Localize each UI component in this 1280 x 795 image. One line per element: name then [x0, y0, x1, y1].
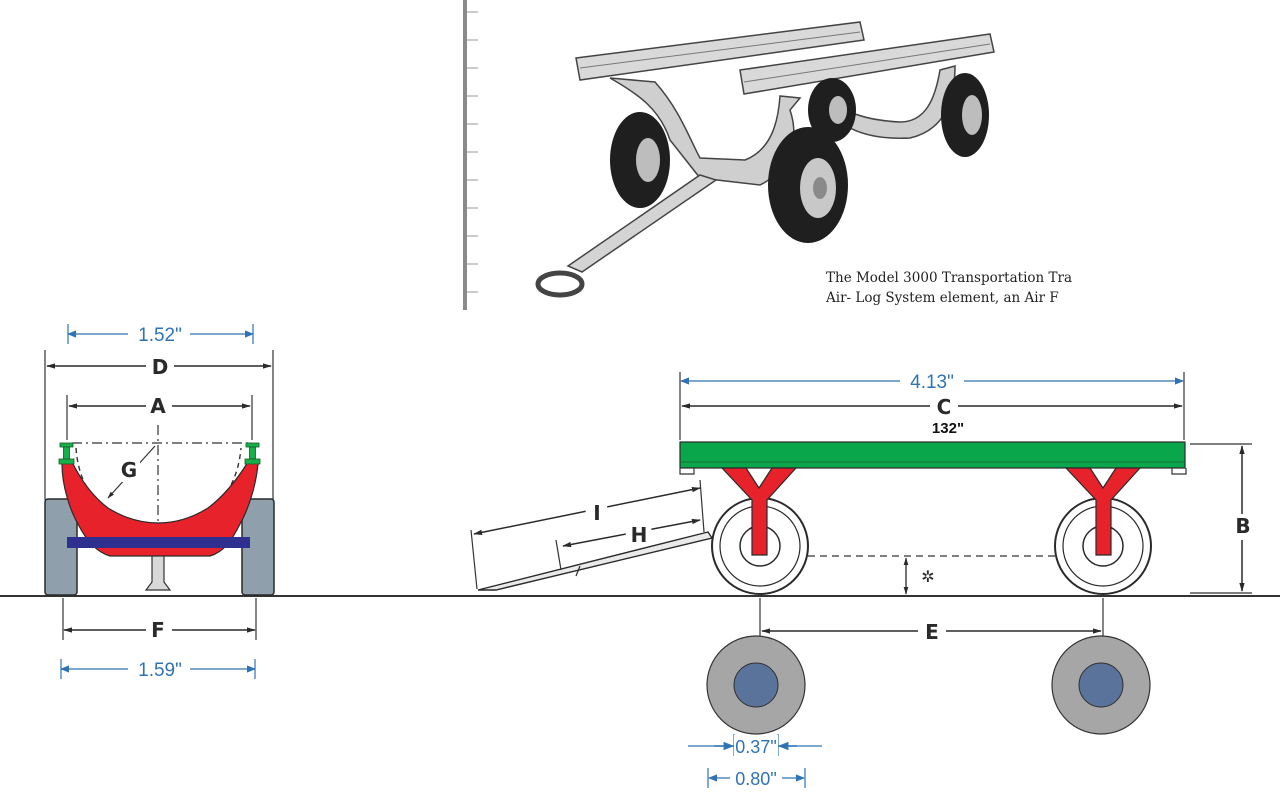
photo-lunette-ring — [535, 270, 585, 298]
photo-wheel-rear-right — [941, 73, 989, 157]
front-rail-left — [58, 442, 75, 465]
side-extension-lines — [679, 372, 1252, 594]
photo-tongue — [566, 174, 718, 273]
photo-divider — [463, 0, 467, 310]
dim-d-label: D — [152, 355, 169, 379]
bottom-wheel-front — [706, 635, 806, 735]
trailer-photo — [463, 0, 995, 310]
photo-rail-left — [575, 21, 865, 81]
dim-bottom-width-label: 1.59" — [138, 660, 182, 681]
front-rail-right — [244, 442, 261, 465]
dim-deck-length-label: 4.13" — [910, 372, 954, 393]
dim-top-width-label: 1.52" — [138, 325, 182, 346]
dim-c-label: C — [937, 395, 952, 419]
dim-b-label: B — [1235, 514, 1250, 538]
bottom-wheel-rear — [1051, 635, 1151, 735]
caption-line-2: Air- Log System element, an Air F — [826, 290, 1059, 306]
photo-wheel-rear-left — [808, 78, 856, 142]
dim-f-label: F — [151, 618, 165, 642]
side-tongue — [477, 531, 714, 591]
front-extension-lines — [44, 350, 274, 640]
side-red-bolster-front — [720, 467, 798, 556]
photo-rail-right — [739, 33, 995, 95]
deck-length-value: 132" — [932, 420, 964, 437]
dim-hub-label: 0.37" — [735, 737, 776, 757]
dim-ground-clearance-label: ✲ — [921, 567, 934, 586]
front-axle — [67, 537, 250, 548]
photo-front-bolster — [609, 77, 802, 186]
side-red-bolster-rear — [1064, 467, 1142, 556]
photo-caption: The Model 3000 Transportation Tra Air- L… — [826, 268, 1112, 308]
dim-g-label: G — [121, 458, 137, 482]
dim-e-label: E — [925, 620, 939, 644]
dim-i-label: I — [593, 501, 600, 525]
side-view: 4.13" C 132" B ✲ — [470, 369, 1254, 789]
dim-h-label: H — [631, 523, 648, 547]
photo-divider-ticks — [467, 11, 478, 293]
front-tongue-stub — [144, 555, 172, 591]
photo-wheel-front — [768, 127, 848, 243]
caption-line-1: The Model 3000 Transportation Tra — [826, 270, 1073, 286]
front-view: 1.52" D A G — [0, 322, 1280, 681]
dim-wheel-label: 0.80" — [735, 769, 776, 789]
dim-a-label: A — [150, 394, 166, 418]
side-deck — [679, 441, 1186, 469]
photo-wheel-back-left — [610, 112, 670, 208]
